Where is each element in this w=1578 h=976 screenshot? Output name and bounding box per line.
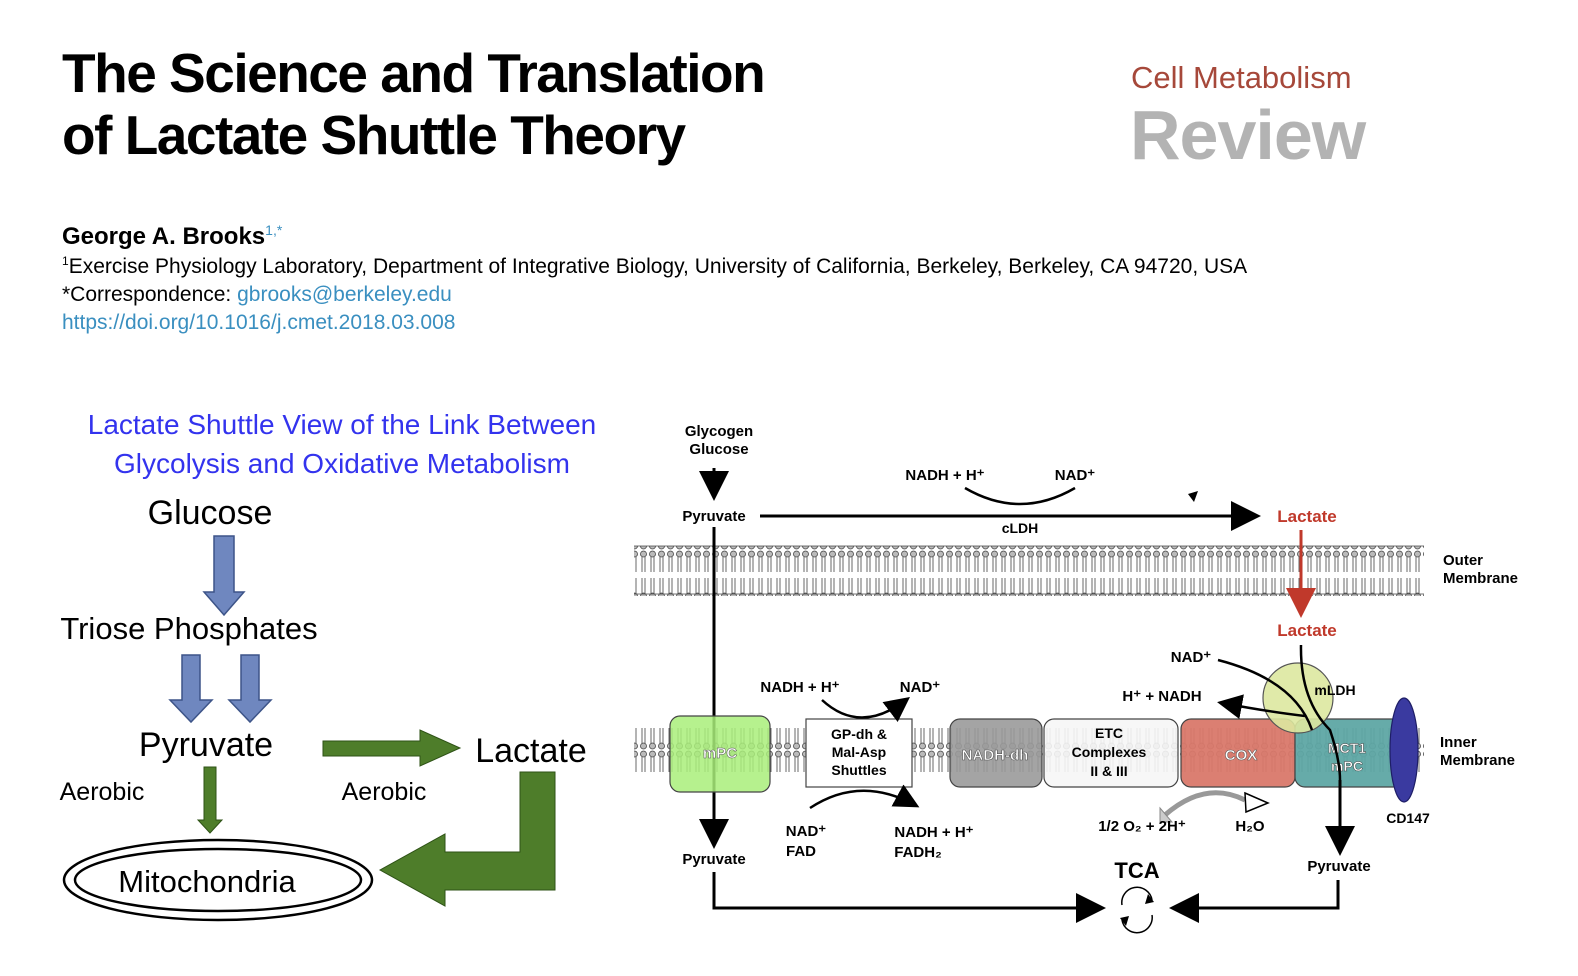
mpc-label: mPC xyxy=(703,745,737,762)
aerobic-left-label: Aerobic xyxy=(60,778,145,806)
mpc2-label: mPC xyxy=(1331,758,1363,774)
lactate-mid-label: Lactate xyxy=(1277,621,1337,640)
author-line: George A. Brooks1,* xyxy=(62,222,282,251)
nadh-h-bottom-label: NADH + H⁺ xyxy=(894,824,973,841)
correspondence-line: *Correspondence: gbrooks@berkeley.edu xyxy=(62,283,452,307)
title-line-1: The Science and Translation xyxy=(62,42,766,104)
mldh-to-nadh-arrow xyxy=(1217,694,1306,719)
triose-to-pyruvate-arrow-2 xyxy=(227,654,273,724)
glucose-to-triose-arrow xyxy=(202,535,246,617)
shuttles-box xyxy=(805,718,913,788)
mitochondria-outer-ring xyxy=(62,838,374,922)
tca-label: TCA xyxy=(1114,858,1159,883)
pyruvate-to-mitochondria-arrow xyxy=(196,766,224,834)
pyruvate-top-label: Pyruvate xyxy=(682,508,745,525)
h2o-label: H₂O xyxy=(1235,818,1264,835)
tca-cycle-icon xyxy=(1120,886,1154,934)
lactate-to-mitochondria-arrow xyxy=(378,771,556,907)
journal-name: Cell Metabolism xyxy=(1131,60,1352,95)
nadh-dh-label: NADH-dh xyxy=(962,747,1029,764)
lactate-top-label: Lactate xyxy=(1277,507,1337,526)
outer-membrane xyxy=(634,546,1424,596)
cldh-cofactor-arc xyxy=(964,486,1076,506)
pyruvate-bottom-right-label: Pyruvate xyxy=(1307,858,1370,875)
pyruvate-label: Pyruvate xyxy=(139,726,273,764)
lactate-label: Lactate xyxy=(475,732,587,770)
left-figure-title-2: Glycolysis and Oxidative Metabolism xyxy=(114,448,570,479)
mpc-complex xyxy=(669,715,771,793)
aerobic-right-label: Aerobic xyxy=(342,778,427,806)
triose-label: Triose Phosphates xyxy=(60,611,317,646)
shuttle-top-arc xyxy=(821,696,910,723)
mitochondria-label: Mitochondria xyxy=(118,864,296,899)
mitochondrial-lactate-oxidation-complex: Glycogen Glucose Pyruvate NADH + H⁺ NAD⁺… xyxy=(634,423,1518,934)
fad-label: FAD xyxy=(786,843,816,860)
email-link[interactable]: gbrooks@berkeley.edu xyxy=(237,283,452,306)
left-figure-title-1: Lactate Shuttle View of the Link Between xyxy=(88,409,596,440)
pyruvate-bottom-left-label: Pyruvate xyxy=(682,851,745,868)
cd147-protein xyxy=(1389,697,1419,803)
shuttle-bottom-arc xyxy=(809,784,920,810)
affiliation-mark: 1 xyxy=(62,254,69,268)
gpdh-label-2: Mal-Asp xyxy=(832,744,886,760)
correspondence-label: *Correspondence: xyxy=(62,283,238,306)
cd147-label: CD147 xyxy=(1386,810,1430,826)
nad-mid-label: NAD⁺ xyxy=(1171,649,1211,666)
article-title: The Science and Translation of Lactate S… xyxy=(62,42,766,166)
mldh-label: mLDH xyxy=(1314,682,1355,698)
outer-membrane-label-1: Outer xyxy=(1443,552,1483,569)
o2-arrow-tail xyxy=(1159,806,1174,823)
title-line-2: of Lactate Shuttle Theory xyxy=(62,104,686,166)
nad-top-label: NAD⁺ xyxy=(1055,467,1095,484)
outer-membrane-label-2: Membrane xyxy=(1443,570,1518,587)
fadh2-label: FADH₂ xyxy=(894,844,942,861)
pyruvate-to-lactate-arrow xyxy=(322,729,462,767)
lactate-to-mct1-path xyxy=(1299,644,1342,781)
nadh-dh-complex xyxy=(949,718,1043,788)
nadh-h-left-label: NADH + H⁺ xyxy=(760,679,839,696)
pyruvate-to-tca-left-arrow xyxy=(712,872,1106,923)
affiliation-line: 1Exercise Physiology Laboratory, Departm… xyxy=(62,254,1247,279)
o2-label: 1/2 O₂ + 2H⁺ xyxy=(1098,818,1186,835)
nad-left-label: NAD⁺ xyxy=(900,679,940,696)
etc-label-1: ETC xyxy=(1095,725,1123,741)
affiliation-text: Exercise Physiology Laboratory, Departme… xyxy=(68,255,1248,278)
gpdh-label-1: GP-dh & xyxy=(831,726,887,742)
etc-label-3: II & III xyxy=(1090,763,1127,779)
nad-to-mldh-arc xyxy=(1217,658,1314,731)
mitochondria-inner-ring xyxy=(73,847,363,913)
author-marks[interactable]: 1,* xyxy=(265,222,283,238)
inner-membrane-label-1: Inner xyxy=(1440,734,1477,751)
etc-complex xyxy=(1043,718,1179,788)
glycogen-label: Glycogen xyxy=(685,423,753,440)
h-nadh-label: H⁺ + NADH xyxy=(1122,688,1201,705)
cox-label: COX xyxy=(1225,747,1258,764)
h2o-arrowhead xyxy=(1244,791,1270,814)
glucose-label: Glucose xyxy=(148,494,273,532)
mldh-enzyme xyxy=(1262,662,1334,734)
small-arrowhead xyxy=(1188,491,1198,502)
doi-link[interactable]: https://doi.org/10.1016/j.cmet.2018.03.0… xyxy=(62,311,456,334)
inner-membrane-label-2: Membrane xyxy=(1440,752,1515,769)
nadh-h-top-label: NADH + H⁺ xyxy=(905,467,984,484)
triose-to-pyruvate-arrow-1 xyxy=(168,654,214,724)
lactate-shuttle-schematic: Lactate Shuttle View of the Link Between… xyxy=(60,409,596,922)
etc-label-2: Complexes xyxy=(1072,744,1147,760)
gpdh-label-3: Shuttles xyxy=(831,762,886,778)
section-label: Review xyxy=(1130,96,1366,174)
pyruvate-to-tca-right-arrow xyxy=(1169,880,1340,923)
cldh-label: cLDH xyxy=(1002,520,1039,536)
author-name: George A. Brooks xyxy=(62,223,266,250)
o2-to-h2o-arc xyxy=(1163,790,1247,817)
nad-bottom-label: NAD⁺ xyxy=(786,823,826,840)
glucose-top-label: Glucose xyxy=(689,441,748,458)
